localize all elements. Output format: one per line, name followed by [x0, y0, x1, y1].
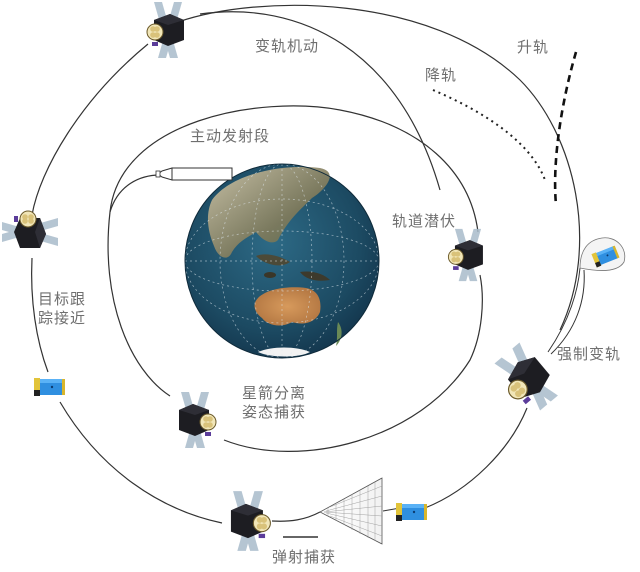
label-separation-attitude-capture: 星箭分离 姿态捕获: [242, 384, 306, 422]
capture-satellite-top: [146, 1, 185, 59]
transfer-orbit: [199, 11, 441, 191]
earth: [184, 163, 380, 359]
capture-satellite-separation: [178, 391, 217, 449]
label-orbit-lurking: 轨道潜伏: [392, 212, 457, 230]
label-line-2: 姿态捕获: [242, 403, 307, 421]
capture-net: [319, 477, 383, 545]
label-active-launch-phase: 主动发射段: [190, 127, 271, 145]
outer-orbit: [177, 4, 581, 331]
label-line-2: 踪接近: [38, 309, 87, 327]
outer-orbit-left-lower: [31, 257, 49, 373]
inner-orbit: [109, 105, 479, 233]
tether-line-1: [547, 267, 581, 353]
capture-satellite-lurking: [447, 228, 484, 282]
label-target-tracking-approach: 目标跟 踪接近: [38, 290, 86, 328]
tether-line-2: [550, 269, 585, 355]
lower-orbit-path: [432, 89, 546, 181]
label-orbit-raise: 升轨: [517, 38, 550, 56]
capture-satellite-ejection: [230, 490, 271, 552]
target-satellite-left: [34, 378, 65, 396]
raise-orbit-path: [553, 51, 578, 206]
launch-trajectory: [109, 174, 161, 213]
label-orbit-maneuver: 变轨机动: [255, 37, 320, 55]
target-satellite-bottom: [396, 503, 427, 521]
label-line-1: 星箭分离: [242, 384, 307, 402]
launch-vehicle: [155, 167, 233, 181]
outer-orbit-left: [31, 43, 149, 216]
outer-orbit-bottom-right: [424, 407, 528, 509]
label-orbit-lower: 降轨: [425, 66, 458, 84]
outer-orbit-bottom-left: [59, 401, 223, 524]
net-bag: [579, 237, 626, 271]
capture-satellite-left: [1, 210, 59, 249]
label-ejection-capture: 弹射捕获: [272, 548, 337, 566]
label-forced-deorbit: 强制变轨: [557, 345, 622, 363]
inner-orbit-bottom: [223, 274, 483, 452]
inner-orbit-left: [107, 211, 171, 397]
label-line-1: 目标跟: [38, 290, 87, 308]
ejection-tether: [271, 511, 321, 522]
